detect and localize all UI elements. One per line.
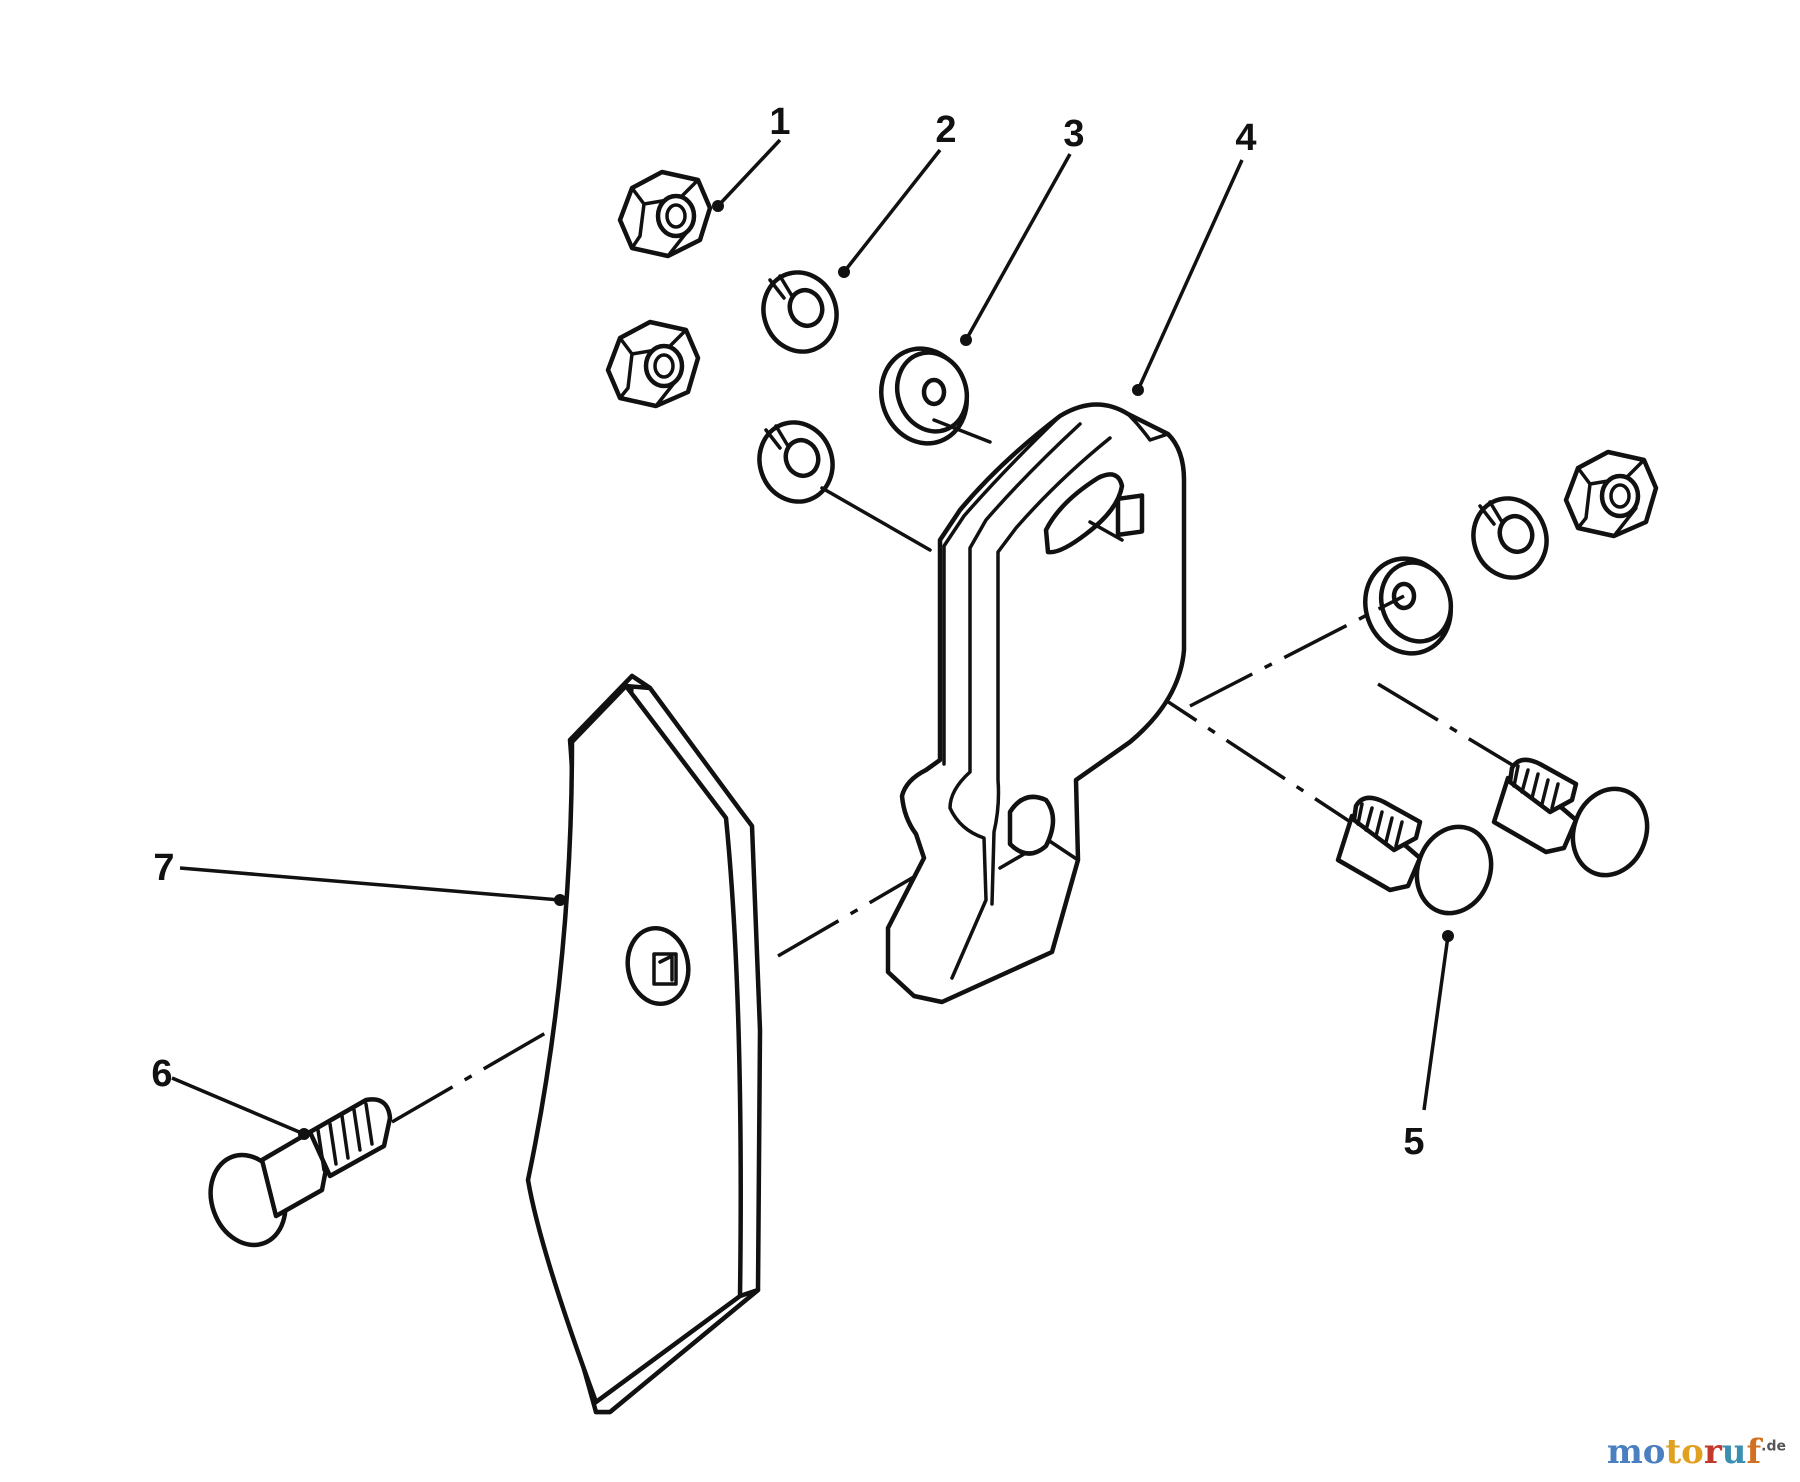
lock-washer-right	[1471, 496, 1549, 580]
flat-washer-right	[1363, 556, 1454, 656]
watermark-logo: motoruf.de	[1606, 1432, 1786, 1472]
hex-nut-top	[617, 169, 713, 259]
watermark-suffix: .de	[1761, 1438, 1786, 1455]
flat-washer-top	[879, 346, 970, 446]
callout-3: 3	[1063, 113, 1084, 155]
callout-6: 6	[151, 1053, 172, 1095]
callout-1: 1	[769, 101, 790, 143]
carriage-bolt-left	[208, 1097, 393, 1248]
callout-5: 5	[1403, 1121, 1424, 1163]
callout-group-3: 3	[960, 113, 1085, 346]
scraper-blade	[525, 673, 763, 1415]
bracket	[885, 402, 1187, 1005]
callout-4: 4	[1235, 117, 1256, 159]
assembly-lines	[391, 418, 1525, 1124]
lock-washer-middle	[757, 420, 835, 504]
callout-group-6: 6	[151, 1053, 310, 1140]
callout-group-7: 7	[153, 847, 566, 906]
lock-washer-top	[761, 270, 839, 354]
callout-group-4: 4	[1132, 117, 1257, 396]
callout-7: 7	[153, 847, 174, 889]
callout-group-2: 2	[838, 109, 957, 278]
carriage-bolt-front	[1335, 795, 1494, 916]
carriage-bolt-back	[1491, 757, 1650, 878]
callout-group-5: 5	[1403, 930, 1454, 1163]
hex-nut-right	[1563, 449, 1659, 539]
callout-2: 2	[935, 109, 956, 151]
hex-nut-middle	[605, 319, 701, 409]
callout-group-1: 1	[712, 101, 791, 212]
